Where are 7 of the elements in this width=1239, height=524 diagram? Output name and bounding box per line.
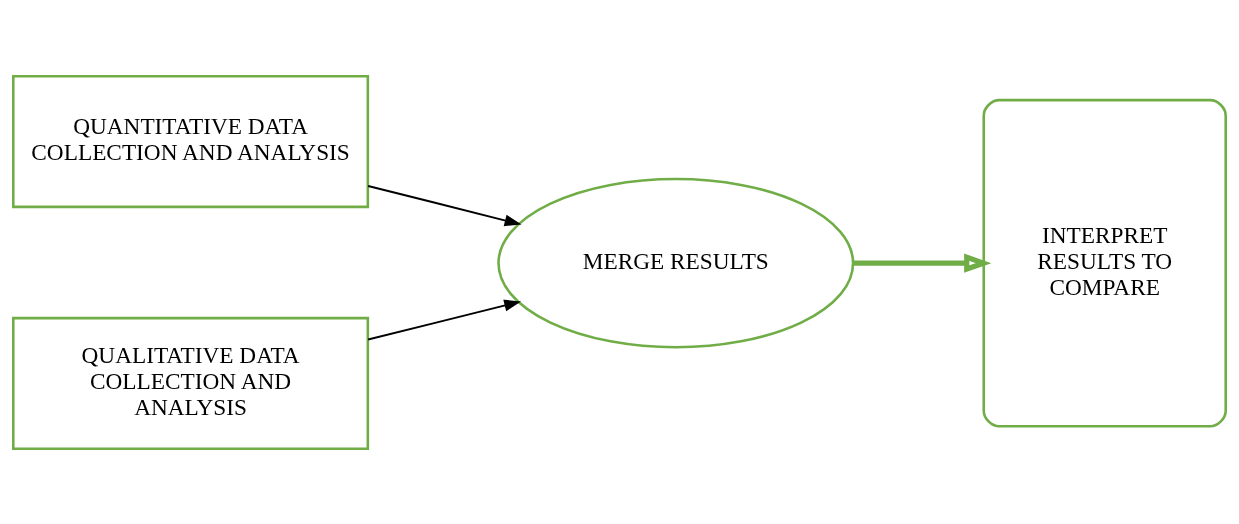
node-ellipse: MERGE RESULTS <box>497 177 855 349</box>
node-box: INTERPRET RESULTS TO COMPARE <box>982 98 1227 427</box>
arrow <box>367 299 522 340</box>
arrow <box>853 253 992 273</box>
node-box: QUALITATIVE DATA COLLECTION AND ANALYSIS <box>12 316 370 450</box>
arrow <box>367 184 522 226</box>
node-box: QUANTITATIVE DATA COLLECTION AND ANALYSIS <box>12 74 370 208</box>
